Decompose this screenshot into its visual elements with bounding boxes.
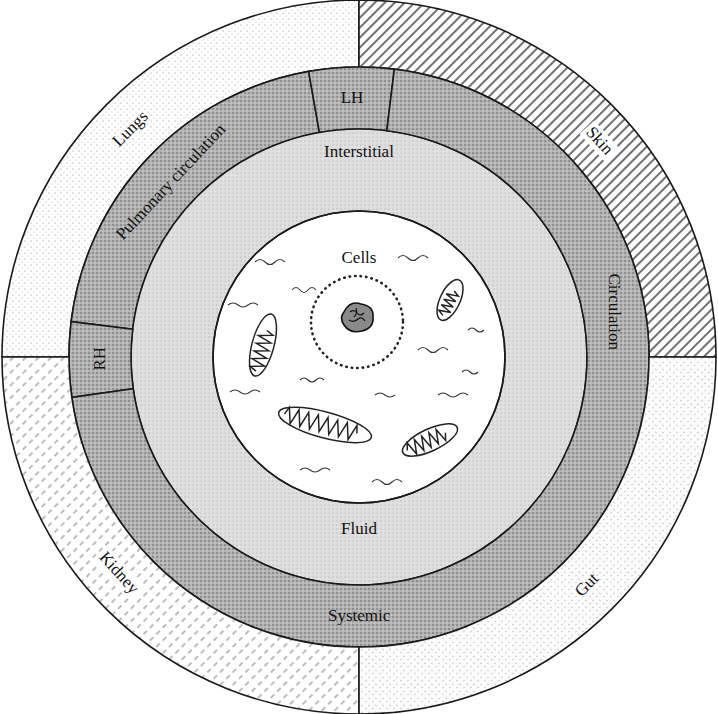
region-label: RH — [90, 347, 110, 371]
heart-chamber-path — [69, 322, 133, 398]
region-label: Interstitial — [324, 142, 394, 162]
cell-circle-path — [213, 211, 505, 503]
region-label: Systemic — [328, 606, 390, 626]
region-label: Circulation — [605, 274, 625, 350]
fluid-ring-path — [131, 129, 587, 585]
circulation-segment-path — [72, 69, 649, 647]
region-label: Cells — [342, 248, 377, 268]
organ-sector-path — [2, 357, 359, 714]
organ-sector-path — [359, 357, 716, 714]
heart-chamber-path — [309, 67, 395, 132]
region-label: LH — [341, 88, 364, 108]
region-label: Fluid — [341, 519, 377, 539]
